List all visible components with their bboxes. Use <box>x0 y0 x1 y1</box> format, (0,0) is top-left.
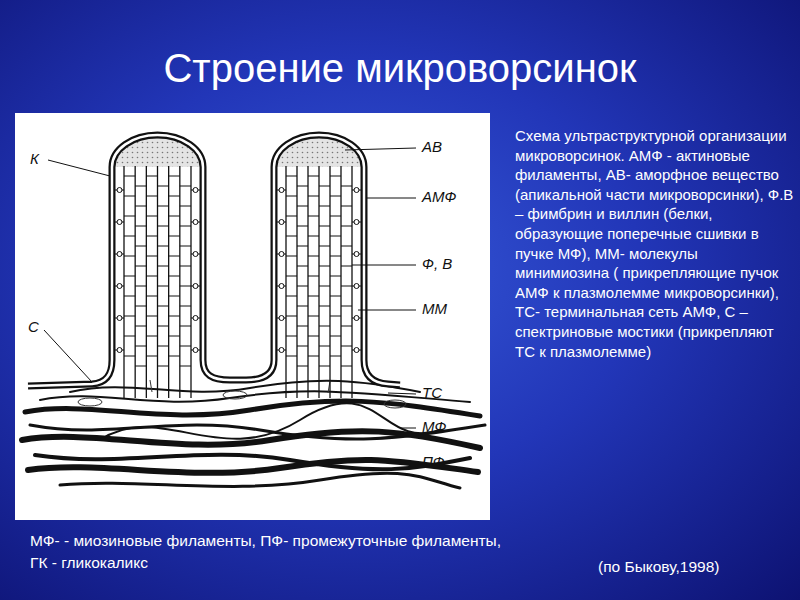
part-label: МФ <box>422 418 446 435</box>
description-text: Схема ультраструктурной организации микр… <box>515 126 795 361</box>
part-label: ТС <box>422 384 442 401</box>
part-label: ММ <box>422 300 447 317</box>
part-label: Ф, В <box>422 255 452 272</box>
leader-line <box>44 148 416 464</box>
part-label: АВ <box>422 138 442 155</box>
part-label: АМФ <box>422 188 456 205</box>
source-citation: (по Быкову,1998) <box>598 558 719 576</box>
part-label: С <box>28 318 39 335</box>
actin-filament-bundle <box>115 166 361 398</box>
plasma-membrane-gap <box>28 135 400 386</box>
spectrin-bridge <box>78 380 406 408</box>
amorphous-cap <box>112 135 203 167</box>
part-label: ПФ <box>422 453 445 470</box>
plasma-membrane <box>28 135 400 386</box>
slide-title: Строение микроворсинок <box>0 46 800 91</box>
part-label: К <box>30 150 39 167</box>
terminal-web <box>22 381 485 488</box>
abbreviation-note: МФ- - миозиновые филаменты, ПФ- промежут… <box>30 530 510 574</box>
amorphous-cap <box>274 135 364 167</box>
drawing-panel <box>15 113 490 520</box>
